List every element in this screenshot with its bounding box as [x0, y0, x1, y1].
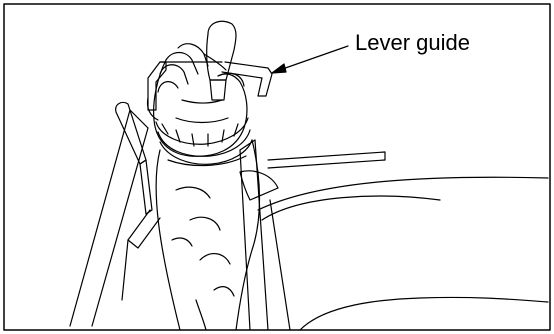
sleeve [156, 140, 259, 330]
cab-structure [70, 110, 548, 330]
lever-guide-label: Lever guide [355, 32, 470, 54]
wrist-cuff [156, 118, 252, 164]
callout-arrowhead [272, 64, 286, 73]
left-lever [116, 102, 152, 214]
main-lever [207, 21, 236, 100]
callout-leader [272, 46, 348, 73]
